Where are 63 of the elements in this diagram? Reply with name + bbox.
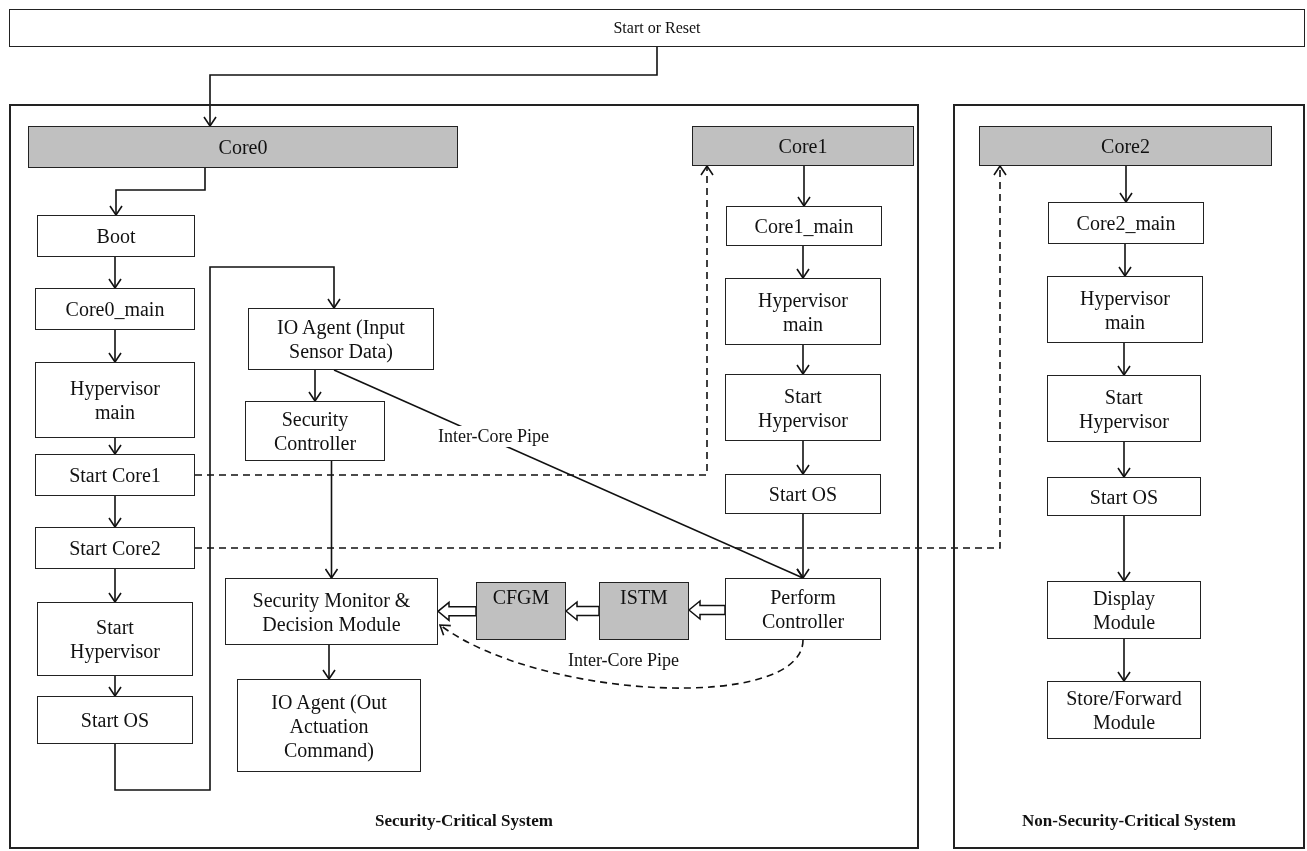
hollow-arrow bbox=[564, 600, 600, 622]
process-box: Start Hypervisor bbox=[1047, 375, 1201, 442]
process-box: Start Core1 bbox=[35, 454, 195, 496]
core-header-bar: Core2 bbox=[979, 126, 1272, 166]
arrow bbox=[108, 437, 122, 455]
arrow bbox=[1117, 515, 1131, 582]
process-box: Hypervisor main bbox=[1047, 276, 1203, 343]
arrow bbox=[796, 513, 810, 579]
process-box: IO Agent (Input Sensor Data) bbox=[248, 308, 434, 370]
arrow bbox=[796, 344, 810, 375]
arrow bbox=[1118, 243, 1132, 277]
process-box: Start OS bbox=[725, 474, 881, 514]
arrow bbox=[108, 256, 122, 289]
arrow bbox=[796, 245, 810, 279]
core-header-bar: Core0 bbox=[28, 126, 458, 168]
process-box: Perform Controller bbox=[725, 578, 881, 640]
arrow bbox=[308, 369, 322, 402]
module-box: ISTM bbox=[599, 582, 689, 640]
process-box: Hypervisor main bbox=[725, 278, 881, 345]
dashed-arrow bbox=[194, 165, 1007, 549]
dashed-arrow bbox=[194, 165, 714, 476]
process-box: Hypervisor main bbox=[35, 362, 195, 438]
process-box: IO Agent (Out Actuation Command) bbox=[237, 679, 421, 772]
process-box: Start OS bbox=[1047, 477, 1201, 516]
process-box: Store/Forward Module bbox=[1047, 681, 1201, 739]
arrow bbox=[324, 460, 339, 579]
process-box: Security Controller bbox=[245, 401, 385, 461]
process-box: Display Module bbox=[1047, 581, 1201, 639]
hollow-arrow bbox=[436, 600, 477, 622]
hollow-arrow bbox=[687, 599, 726, 621]
panel-heading: Non-Security-Critical System bbox=[1021, 810, 1237, 831]
arrow bbox=[1119, 165, 1133, 203]
arrow bbox=[108, 495, 122, 528]
arrow bbox=[1117, 342, 1131, 376]
start-box: Start or Reset bbox=[9, 9, 1305, 47]
arrow bbox=[108, 675, 122, 697]
arrow bbox=[796, 440, 810, 475]
arrow bbox=[1117, 441, 1131, 478]
arrow bbox=[108, 568, 122, 603]
process-box: Core2_main bbox=[1048, 202, 1204, 244]
arrow bbox=[322, 644, 336, 680]
arrow bbox=[1117, 638, 1131, 682]
system-panel bbox=[953, 104, 1305, 849]
process-box: Core1_main bbox=[726, 206, 882, 246]
process-box: Security Monitor & Decision Module bbox=[225, 578, 438, 645]
system-panel bbox=[9, 104, 919, 849]
dashed-arrow bbox=[439, 623, 804, 689]
arrow bbox=[108, 329, 122, 363]
process-box: Start OS bbox=[37, 696, 193, 744]
process-box: Core0_main bbox=[35, 288, 195, 330]
arrow bbox=[109, 167, 206, 216]
core-header-bar: Core1 bbox=[692, 126, 914, 166]
panel-heading: Security-Critical System bbox=[374, 810, 554, 831]
module-box: CFGM bbox=[476, 582, 566, 640]
process-box: Start Core2 bbox=[35, 527, 195, 569]
arrow bbox=[203, 46, 658, 127]
process-box: Boot bbox=[37, 215, 195, 257]
process-box: Start Hypervisor bbox=[725, 374, 881, 441]
edge-label: Inter-Core Pipe bbox=[566, 650, 682, 671]
process-box: Start Hypervisor bbox=[37, 602, 193, 676]
arrow bbox=[114, 266, 341, 791]
edge-label: Inter-Core Pipe bbox=[436, 426, 552, 447]
arrow bbox=[797, 165, 811, 207]
